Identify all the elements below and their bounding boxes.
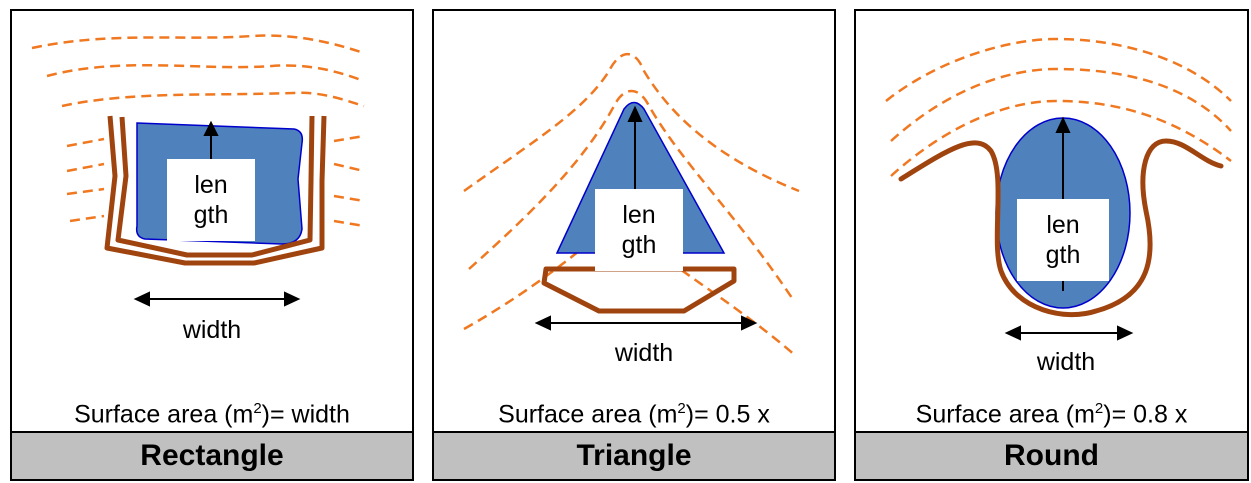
panel-rectangle: len gth width Surface area (m2)= width R… [10, 9, 414, 481]
contour-line [61, 91, 365, 108]
length-label: len gth [167, 159, 255, 241]
contour-line [31, 34, 365, 55]
panel-title: Triangle [434, 431, 834, 479]
contour-line [333, 162, 365, 173]
length-arrow [627, 105, 643, 191]
contour-line [463, 52, 800, 193]
width-label: width [614, 339, 674, 367]
length-label: len gth [595, 189, 683, 271]
panel-title: Round [856, 431, 1247, 479]
contour-line [69, 214, 105, 223]
contour-line [885, 37, 1232, 102]
contour-line [66, 137, 105, 148]
width-arrow [534, 315, 758, 331]
width-arrow [1004, 325, 1134, 341]
surface-area-formula: Surface area (m2)= 0.8 x [915, 400, 1188, 429]
contour-line [333, 219, 365, 228]
contour-line [890, 99, 1232, 177]
surface-area-formula: Surface area (m2)= 0.5 x [498, 400, 770, 429]
contour-line [463, 250, 580, 331]
contour-line [890, 67, 1232, 142]
width-label: width [182, 316, 242, 344]
width-label: width [1036, 348, 1096, 376]
length-arrow [203, 120, 219, 159]
dam-wall [104, 115, 327, 266]
contour-line [468, 89, 796, 302]
surface-area-formula: Surface area (m2)= width [74, 400, 350, 429]
dam-wall [541, 266, 737, 314]
width-arrow [133, 291, 301, 307]
contour-line [46, 63, 365, 83]
panel-round: len gth width Surface area (m2)= 0.8 x R… [854, 9, 1249, 481]
contour-line [66, 162, 105, 173]
contour-line [66, 187, 105, 196]
panel-triangle: len gth width Surface area (m2)= 0.5 x T… [432, 9, 836, 481]
dam-wall [115, 115, 315, 258]
dam-wall [898, 138, 1224, 318]
contour-line [333, 194, 365, 203]
panel-title: Rectangle [12, 431, 412, 479]
contour-line [333, 134, 365, 143]
length-label: len gth [1017, 199, 1109, 281]
